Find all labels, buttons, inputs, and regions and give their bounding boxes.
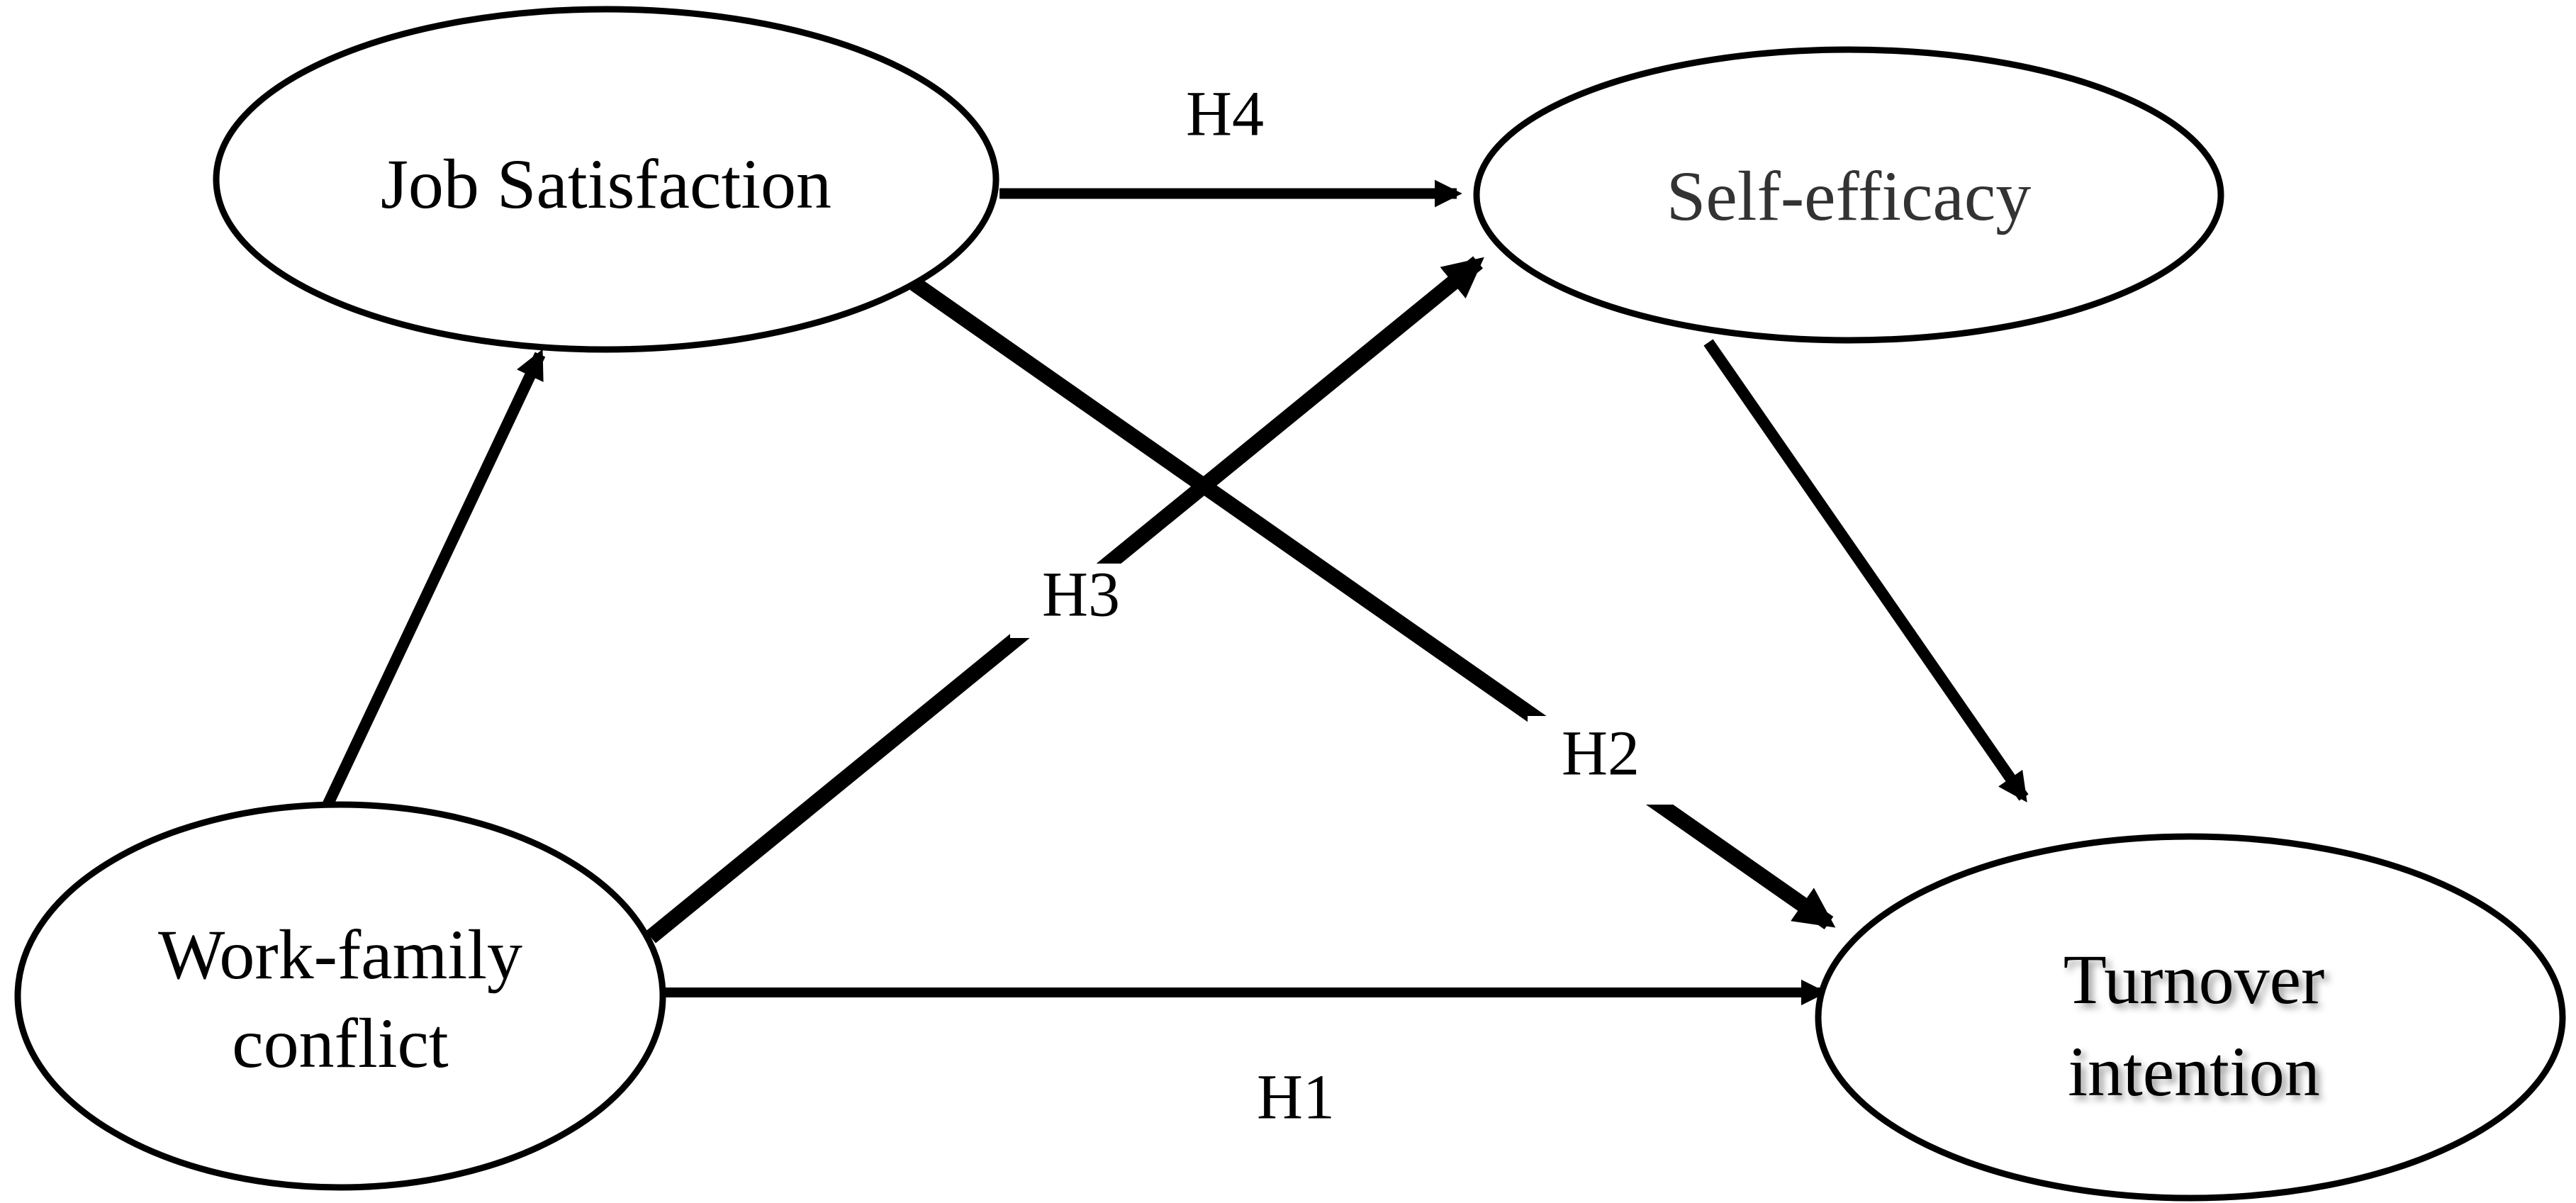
turnover-intention-label-line1: Turnover [2063,940,2325,1019]
h1-label: H1 [1257,1063,1335,1133]
work-family-conflict-label-line2: conflict [232,1004,449,1082]
h3-label-gap [1010,564,1152,638]
self-efficacy-label: Self-efficacy [1667,157,2032,235]
edge-wfc-to-job-satisfaction [320,349,546,811]
node-work-family-conflict: Work-family conflict [14,801,666,1191]
node-turnover-intention: Turnover intention [1815,833,2566,1202]
turnover-intention-label-line2: intention [2068,1032,2320,1111]
job-satisfaction-label: Job Satisfaction [381,145,831,223]
work-family-conflict-label-line1: Work-family [158,915,522,994]
h2-label: H2 [1562,719,1640,789]
edge-h2 [909,276,1836,930]
h3-label: H3 [1042,560,1120,630]
edge-self-efficacy-to-turnover [1703,339,2029,802]
node-self-efficacy: Self-efficacy [1473,46,2224,344]
h2-label-gap [1528,716,1673,805]
h4-label: H4 [1186,79,1264,150]
node-job-satisfaction: Job Satisfaction [213,6,999,353]
